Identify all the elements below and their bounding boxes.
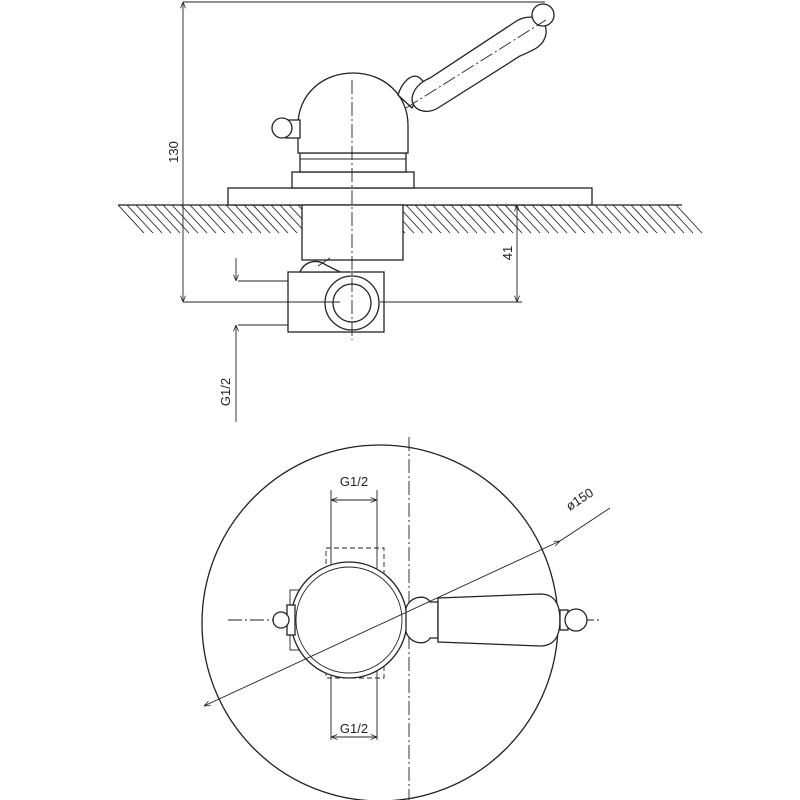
hatch-line — [531, 204, 559, 234]
dimension-height-total: 130 — [166, 141, 181, 163]
hatch-line — [153, 204, 181, 234]
hatch-line — [657, 204, 685, 234]
outlet-connector — [287, 257, 385, 333]
dimension-thread-side: G1/2 — [218, 378, 233, 406]
hatch-line — [261, 204, 289, 234]
hatch-line — [540, 204, 568, 234]
hatch-line — [117, 204, 145, 234]
hatch-line — [621, 204, 649, 234]
hatch-line — [414, 204, 442, 234]
hatch-line — [216, 204, 244, 234]
lever-handle — [397, 3, 555, 112]
hatch-line — [252, 204, 280, 234]
hatch-line — [468, 204, 496, 234]
hatch-line — [522, 204, 550, 234]
side-view: 130 41 G1/2 — [117, 1, 703, 422]
top-view: G1/2 G1/2 ø150 — [201, 437, 611, 800]
hatch-line — [450, 204, 478, 234]
hatch-line — [234, 204, 262, 234]
hatch-line — [549, 204, 577, 234]
lower-collar — [291, 171, 415, 189]
hatch-line — [612, 204, 640, 234]
hatch-line — [144, 204, 172, 234]
left-knob-top — [272, 604, 296, 636]
hatch-line — [225, 204, 253, 234]
hatch-line — [405, 204, 433, 234]
hatch-line — [567, 204, 595, 234]
hatch-line — [585, 204, 613, 234]
dimension-diameter: ø150 — [563, 485, 596, 514]
hatch-line — [648, 204, 676, 234]
upper-collar — [299, 152, 407, 173]
hatch-line — [270, 204, 298, 234]
hatch-line — [639, 204, 667, 234]
hatch-line — [594, 204, 622, 234]
hatch-line — [135, 204, 163, 234]
dimension-thread-bottom: G1/2 — [340, 721, 368, 736]
hatch-line — [558, 204, 586, 234]
hatch-line — [126, 204, 154, 234]
hatch-line — [198, 204, 226, 234]
lever-handle-top — [405, 593, 588, 647]
hatch-line — [486, 204, 514, 234]
hatch-line — [459, 204, 487, 234]
hatch-line — [576, 204, 604, 234]
hatch-line — [423, 204, 451, 234]
hatch-line — [603, 204, 631, 234]
dimension-thread-top: G1/2 — [340, 474, 368, 489]
hatch-line — [432, 204, 460, 234]
hatch-line — [207, 204, 235, 234]
hatch-line — [477, 204, 505, 234]
hatch-line — [630, 204, 658, 234]
hatch-line — [243, 204, 271, 234]
hatch-line — [666, 204, 694, 234]
mounting-plate — [227, 187, 593, 206]
wall-hatching — [117, 204, 703, 234]
dome-cap — [297, 72, 409, 154]
hatch-line — [441, 204, 469, 234]
side-knob — [271, 117, 301, 139]
dimension-outlet-depth: 41 — [500, 246, 515, 260]
hatch-line — [675, 204, 703, 234]
valve-body — [301, 204, 404, 261]
hatch-line — [189, 204, 217, 234]
